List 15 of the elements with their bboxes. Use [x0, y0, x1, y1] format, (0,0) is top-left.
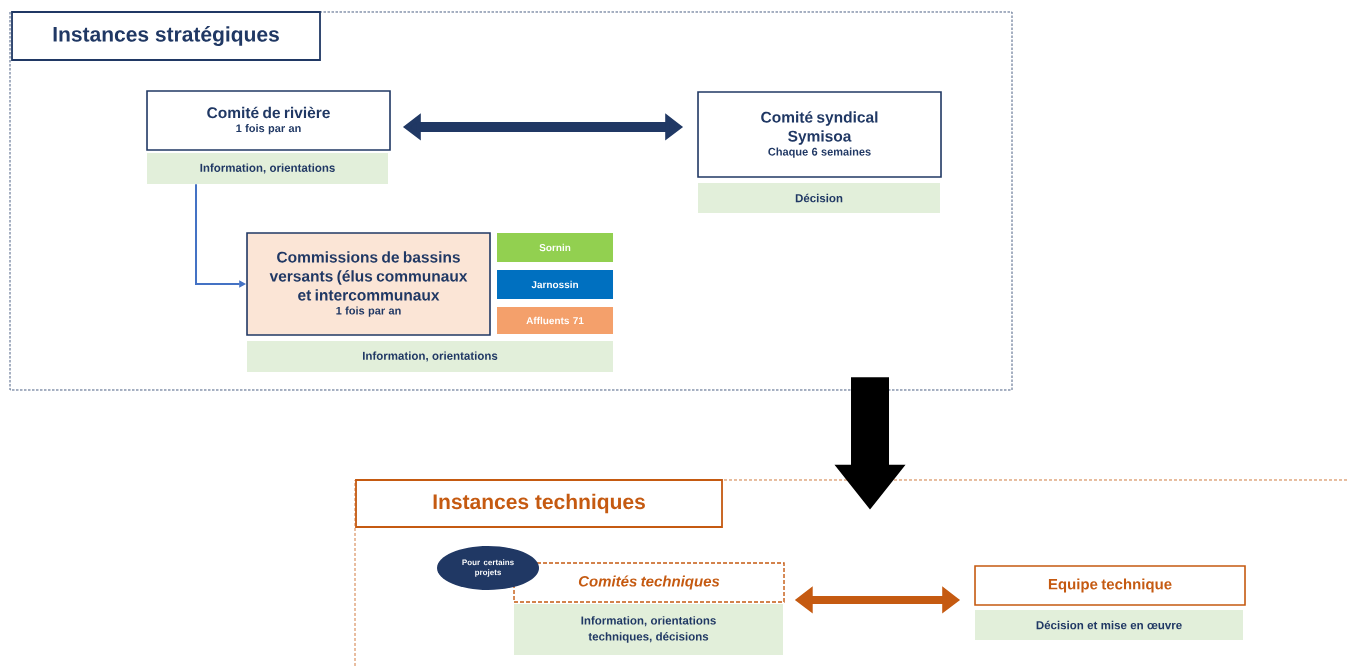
process-box: Equipe technique: [974, 565, 1246, 606]
note-band: Information, orientations: [147, 153, 388, 184]
process-box: Commissions de bassins versants (élus communaux et intercommunaux 1 fois par an: [246, 232, 491, 336]
heading-box: Instances techniques: [355, 479, 723, 528]
heading-box: Instances stratégiques: [11, 11, 321, 61]
process-box: Comité de rivière 1 fois par an: [146, 90, 391, 151]
tag-box: Jarnossin: [497, 270, 613, 299]
tag-box: Sornin: [497, 233, 613, 262]
note-band: Information, orientations techniques, décisions: [514, 604, 783, 655]
dashed-box: Comités techniques: [513, 562, 785, 603]
note-band: Décision et mise en œuvre: [975, 610, 1243, 640]
tag-box: Affluents 71: [497, 307, 613, 334]
note-band: Information, orientations: [247, 341, 613, 372]
note-band: Décision: [698, 183, 940, 213]
process-box: Comité syndical Symisoa Chaque 6 semaines: [697, 91, 942, 178]
